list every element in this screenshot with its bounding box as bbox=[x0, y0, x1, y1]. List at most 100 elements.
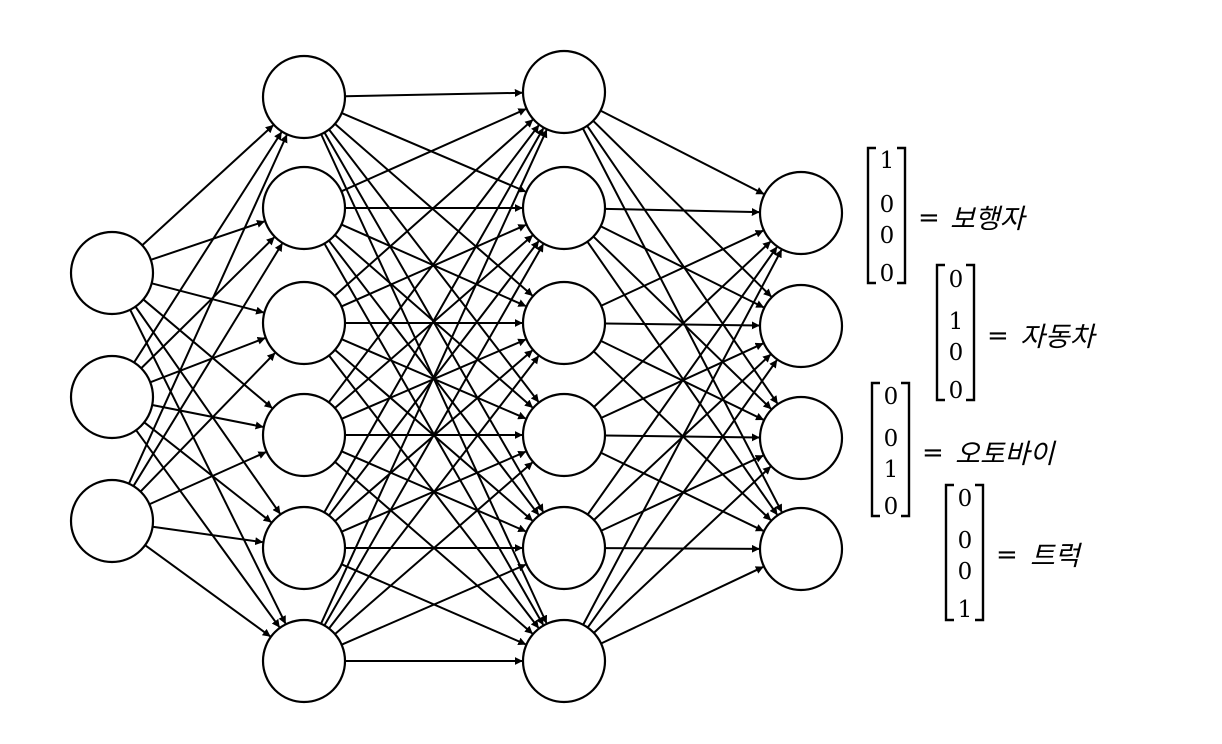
vector-entry: 1 bbox=[949, 309, 964, 335]
vector-entry: 0 bbox=[884, 494, 899, 520]
hidden1-neuron bbox=[261, 280, 347, 366]
connection-arrow bbox=[600, 451, 764, 532]
connection-arrow bbox=[328, 355, 540, 630]
connection-arrow bbox=[151, 282, 265, 315]
connection-arrow bbox=[341, 112, 527, 193]
connection-arrow bbox=[581, 127, 783, 513]
bracket-left bbox=[866, 146, 876, 285]
hidden2-neuron bbox=[521, 392, 607, 478]
connection-arrow bbox=[143, 421, 272, 523]
connection-arrow bbox=[333, 119, 534, 297]
vector-entry: 0 bbox=[958, 559, 973, 585]
connection-arrow bbox=[592, 235, 772, 410]
vector-entry: 1 bbox=[958, 597, 973, 623]
connection-arrow bbox=[149, 336, 266, 384]
vector-entry: 0 bbox=[958, 486, 973, 512]
connection-arrow bbox=[600, 566, 764, 645]
connections bbox=[128, 88, 783, 665]
vector-entry: 0 bbox=[884, 384, 899, 410]
bracket-left bbox=[944, 483, 954, 622]
connection-arrow bbox=[593, 466, 772, 634]
input-neuron bbox=[69, 354, 155, 440]
hidden1-neuron bbox=[261, 165, 347, 251]
connection-arrow bbox=[600, 109, 765, 195]
connection-arrow bbox=[582, 249, 783, 626]
vector-entry: 0 bbox=[880, 192, 895, 218]
vector-entry: 0 bbox=[880, 223, 895, 249]
connection-arrow bbox=[139, 352, 276, 493]
connection-arrow bbox=[604, 544, 760, 553]
connection-arrow bbox=[128, 134, 288, 485]
bracket-right bbox=[897, 146, 907, 285]
bracket-left bbox=[870, 381, 880, 518]
output-neuron bbox=[758, 395, 844, 481]
output-label-2: 0 1 0 0 = 자동차 bbox=[935, 263, 1098, 404]
class-label-pedestrian: 보행자 bbox=[950, 204, 1028, 235]
input-neuron bbox=[69, 230, 155, 316]
connection-arrow bbox=[132, 243, 283, 487]
equals-sign: = bbox=[918, 203, 940, 233]
connection-arrow bbox=[344, 88, 523, 98]
hidden1-neuron bbox=[261, 505, 347, 591]
connection-arrow bbox=[144, 544, 271, 638]
class-label-truck: 트럭 bbox=[1030, 541, 1083, 572]
output-neuron bbox=[758, 170, 844, 256]
class-label-car: 자동차 bbox=[1020, 322, 1098, 353]
bracket-right bbox=[975, 483, 985, 622]
connection-arrow bbox=[334, 123, 533, 297]
connection-arrow bbox=[140, 236, 275, 369]
vector-entry: 1 bbox=[884, 457, 899, 483]
hidden1-neuron bbox=[261, 618, 347, 704]
connection-arrow bbox=[600, 229, 764, 307]
connection-arrow bbox=[323, 243, 544, 626]
connection-arrow bbox=[327, 124, 540, 403]
connection-arrow bbox=[152, 403, 264, 430]
connection-arrow bbox=[592, 120, 772, 298]
vector-entry: 0 bbox=[880, 261, 895, 287]
neurons bbox=[69, 49, 844, 704]
equals-sign: = bbox=[987, 321, 1009, 351]
vector-entry: 0 bbox=[958, 528, 973, 554]
hidden2-neuron bbox=[521, 165, 607, 251]
output-label-1: 1 0 0 0 = 보행자 bbox=[866, 146, 1028, 287]
connection-arrow bbox=[586, 359, 778, 629]
equals-sign: = bbox=[922, 438, 944, 468]
vector-entry: 0 bbox=[949, 267, 964, 293]
connection-arrow bbox=[586, 125, 779, 405]
connection-arrow bbox=[323, 127, 545, 513]
connection-arrow bbox=[134, 306, 281, 515]
vector-entry: 0 bbox=[949, 340, 964, 366]
bracket-right bbox=[966, 263, 976, 402]
connection-arrow bbox=[135, 429, 281, 628]
connection-arrow bbox=[341, 108, 527, 193]
connection-arrow bbox=[320, 129, 548, 625]
connection-arrow bbox=[604, 207, 760, 216]
output-label-3: 0 0 1 0 = 오토바이 bbox=[870, 381, 1057, 520]
output-neuron bbox=[758, 283, 844, 369]
connection-arrow bbox=[141, 124, 274, 247]
connection-arrow bbox=[334, 461, 533, 635]
connection-arrow bbox=[142, 298, 273, 409]
input-neuron bbox=[69, 478, 155, 564]
connection-arrow bbox=[129, 309, 287, 625]
hidden2-neuron bbox=[521, 280, 607, 366]
hidden1-neuron bbox=[261, 392, 347, 478]
hidden2-neuron bbox=[521, 505, 607, 591]
hidden2-neuron bbox=[521, 49, 607, 135]
hidden1-neuron bbox=[261, 54, 347, 140]
connection-arrow bbox=[150, 219, 265, 261]
connection-arrow bbox=[586, 241, 778, 516]
connection-arrow bbox=[586, 246, 778, 516]
output-label-4: 0 0 0 1 = 트럭 bbox=[944, 483, 1083, 623]
connection-arrow bbox=[593, 240, 772, 408]
class-label-motorcycle: 오토바이 bbox=[955, 439, 1057, 470]
bracket-left bbox=[935, 263, 945, 402]
output-neuron bbox=[758, 506, 844, 592]
connection-arrow bbox=[149, 451, 267, 506]
equals-sign: = bbox=[996, 540, 1018, 570]
connection-arrow bbox=[341, 563, 527, 646]
connection-arrow bbox=[133, 131, 283, 364]
vector-entry: 0 bbox=[949, 378, 964, 404]
hidden2-neuron bbox=[521, 618, 607, 704]
